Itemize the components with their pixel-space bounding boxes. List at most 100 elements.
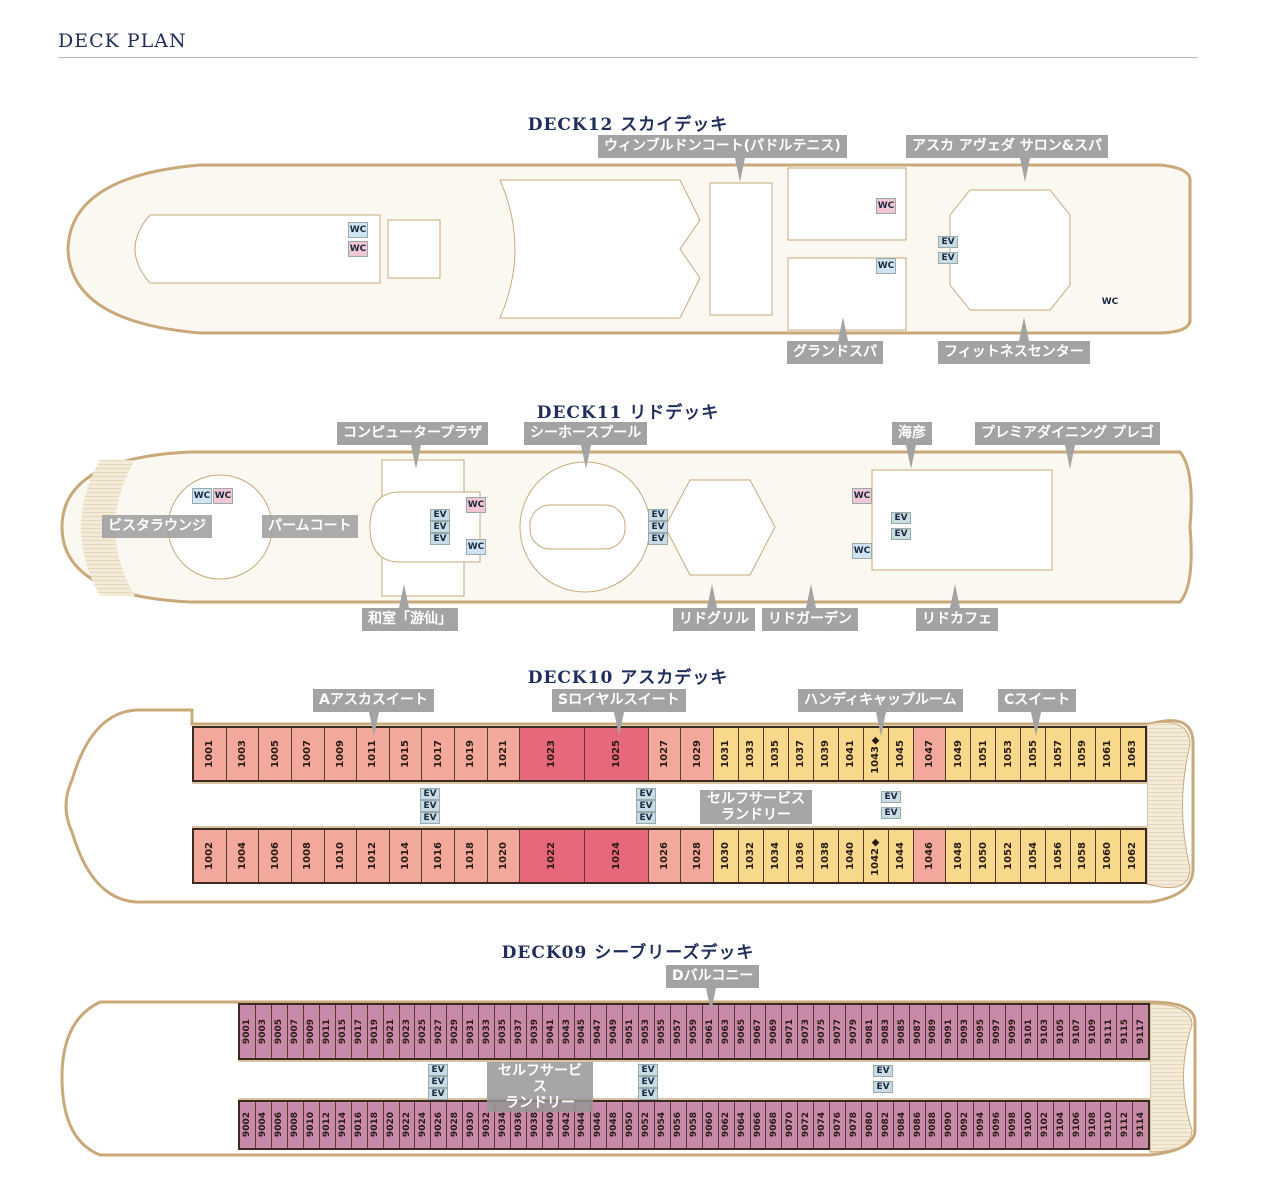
cabin-1024[interactable]: 1024 (584, 830, 649, 882)
cabin-1038[interactable]: 1038 (813, 830, 839, 882)
cabin-1037[interactable]: 1037 (788, 728, 814, 780)
cabin-9047[interactable]: 9047 (590, 1005, 607, 1058)
cabin-1041[interactable]: 1041 (838, 728, 864, 780)
cabin-1057[interactable]: 1057 (1046, 728, 1072, 780)
cabin-9105[interactable]: 9105 (1053, 1005, 1070, 1058)
cabin-9033[interactable]: 9033 (479, 1005, 496, 1058)
cabin-1003[interactable]: 1003 (226, 728, 260, 780)
cabin-9085[interactable]: 9085 (894, 1005, 911, 1058)
cabin-9016[interactable]: 9016 (351, 1102, 368, 1148)
cabin-9038[interactable]: 9038 (527, 1102, 544, 1148)
cabin-1036[interactable]: 1036 (788, 830, 814, 882)
cabin-1010[interactable]: 1010 (324, 830, 358, 882)
cabin-1027[interactable]: 1027 (648, 728, 682, 780)
cabin-9097[interactable]: 9097 (989, 1005, 1006, 1058)
cabin-9019[interactable]: 9019 (367, 1005, 384, 1058)
callout-wimbledon-court[interactable]: ウィンブルドンコート(パドルテニス) (598, 135, 847, 182)
cabin-9117[interactable]: 9117 (1133, 1005, 1149, 1058)
cabin-9024[interactable]: 9024 (415, 1102, 432, 1148)
cabin-9052[interactable]: 9052 (638, 1102, 655, 1148)
cabin-9088[interactable]: 9088 (925, 1102, 942, 1148)
cabin-1029[interactable]: 1029 (681, 728, 714, 780)
cabin-9012[interactable]: 9012 (319, 1102, 336, 1148)
cabin-9009[interactable]: 9009 (303, 1005, 320, 1058)
cabin-1031[interactable]: 1031 (714, 728, 739, 780)
callout-premier-dining-prego[interactable]: プレミアダイニング プレゴ (975, 422, 1160, 469)
cabin-1004[interactable]: 1004 (226, 830, 260, 882)
cabin-1054[interactable]: 1054 (1021, 830, 1047, 882)
cabin-9095[interactable]: 9095 (973, 1005, 990, 1058)
cabin-9017[interactable]: 9017 (351, 1005, 368, 1058)
cabin-9058[interactable]: 9058 (686, 1102, 703, 1148)
label-palm-court[interactable]: パームコート (262, 515, 358, 538)
cabin-9061[interactable]: 9061 (702, 1005, 719, 1058)
cabin-9053[interactable]: 9053 (638, 1005, 655, 1058)
cabin-9015[interactable]: 9015 (335, 1005, 352, 1058)
callout-aveda-salon-spa[interactable]: アスカ アヴェダ サロン&スパ (906, 135, 1108, 182)
cabin-9010[interactable]: 9010 (303, 1102, 320, 1148)
cabin-9007[interactable]: 9007 (287, 1005, 304, 1058)
cabin-9027[interactable]: 9027 (431, 1005, 448, 1058)
cabin-9049[interactable]: 9049 (606, 1005, 623, 1058)
cabin-1018[interactable]: 1018 (455, 830, 488, 882)
cabin-9021[interactable]: 9021 (383, 1005, 400, 1058)
cabin-1030[interactable]: 1030 (714, 830, 739, 882)
cabin-9073[interactable]: 9073 (798, 1005, 815, 1058)
callout-lido-cafe[interactable]: リドカフェ (916, 584, 998, 631)
cabin-1035[interactable]: 1035 (763, 728, 789, 780)
callout-c-suite[interactable]: Cスイート (998, 689, 1077, 736)
cabin-9107[interactable]: 9107 (1069, 1005, 1086, 1058)
cabin-9036[interactable]: 9036 (511, 1102, 528, 1148)
cabin-9023[interactable]: 9023 (399, 1005, 416, 1058)
cabin-9074[interactable]: 9074 (814, 1102, 831, 1148)
cabin-9051[interactable]: 9051 (622, 1005, 639, 1058)
cabin-1015[interactable]: 1015 (389, 728, 423, 780)
cabin-9011[interactable]: 9011 (319, 1005, 336, 1058)
callout-lido-grill[interactable]: リドグリル (673, 584, 755, 631)
callout-lido-garden[interactable]: リドガーデン (762, 584, 858, 631)
cabin-9086[interactable]: 9086 (910, 1102, 926, 1148)
cabin-1049[interactable]: 1049 (946, 728, 972, 780)
cabin-9103[interactable]: 9103 (1037, 1005, 1054, 1058)
callout-grand-spa[interactable]: グランドスパ (787, 317, 883, 364)
cabin-9030[interactable]: 9030 (463, 1102, 480, 1148)
cabin-1046[interactable]: 1046 (913, 830, 947, 882)
cabin-9114[interactable]: 9114 (1133, 1102, 1149, 1148)
cabin-1017[interactable]: 1017 (422, 728, 455, 780)
cabin-9070[interactable]: 9070 (782, 1102, 799, 1148)
cabin-9031[interactable]: 9031 (463, 1005, 480, 1058)
cabin-9077[interactable]: 9077 (830, 1005, 847, 1058)
cabin-9046[interactable]: 9046 (590, 1102, 607, 1148)
callout-washitsu-yusen[interactable]: 和室「游仙」 (362, 584, 458, 631)
cabin-9076[interactable]: 9076 (830, 1102, 847, 1148)
cabin-1047[interactable]: 1047 (913, 728, 947, 780)
callout-umihiko[interactable]: 海彦 (892, 422, 932, 469)
cabin-9071[interactable]: 9071 (782, 1005, 799, 1058)
callout-handicap-room[interactable]: ハンディキャップルーム (798, 689, 963, 736)
cabin-9034[interactable]: 9034 (495, 1102, 512, 1148)
cabin-9042[interactable]: 9042 (559, 1102, 576, 1148)
cabin-9104[interactable]: 9104 (1053, 1102, 1070, 1148)
cabin-9043[interactable]: 9043 (559, 1005, 576, 1058)
cabin-1050[interactable]: 1050 (971, 830, 997, 882)
cabin-9111[interactable]: 9111 (1101, 1005, 1118, 1058)
cabin-9094[interactable]: 9094 (973, 1102, 990, 1148)
cabin-9079[interactable]: 9079 (846, 1005, 863, 1058)
cabin-9072[interactable]: 9072 (798, 1102, 815, 1148)
cabin-9040[interactable]: 9040 (543, 1102, 560, 1148)
cabin-1048[interactable]: 1048 (946, 830, 972, 882)
cabin-9041[interactable]: 9041 (543, 1005, 560, 1058)
cabin-1052[interactable]: 1052 (996, 830, 1022, 882)
cabin-9018[interactable]: 9018 (367, 1102, 384, 1148)
cabin-1040[interactable]: 1040 (838, 830, 864, 882)
cabin-1033[interactable]: 1033 (738, 728, 764, 780)
cabin-9029[interactable]: 9029 (447, 1005, 464, 1058)
cabin-9002[interactable]: 9002 (240, 1102, 256, 1148)
cabin-9068[interactable]: 9068 (766, 1102, 783, 1148)
cabin-9063[interactable]: 9063 (718, 1005, 735, 1058)
cabin-9083[interactable]: 9083 (878, 1005, 895, 1058)
cabin-1055[interactable]: 1055 (1021, 728, 1047, 780)
cabin-1059[interactable]: 1059 (1071, 728, 1096, 780)
cabin-9044[interactable]: 9044 (575, 1102, 591, 1148)
cabin-1005[interactable]: 1005 (259, 728, 292, 780)
